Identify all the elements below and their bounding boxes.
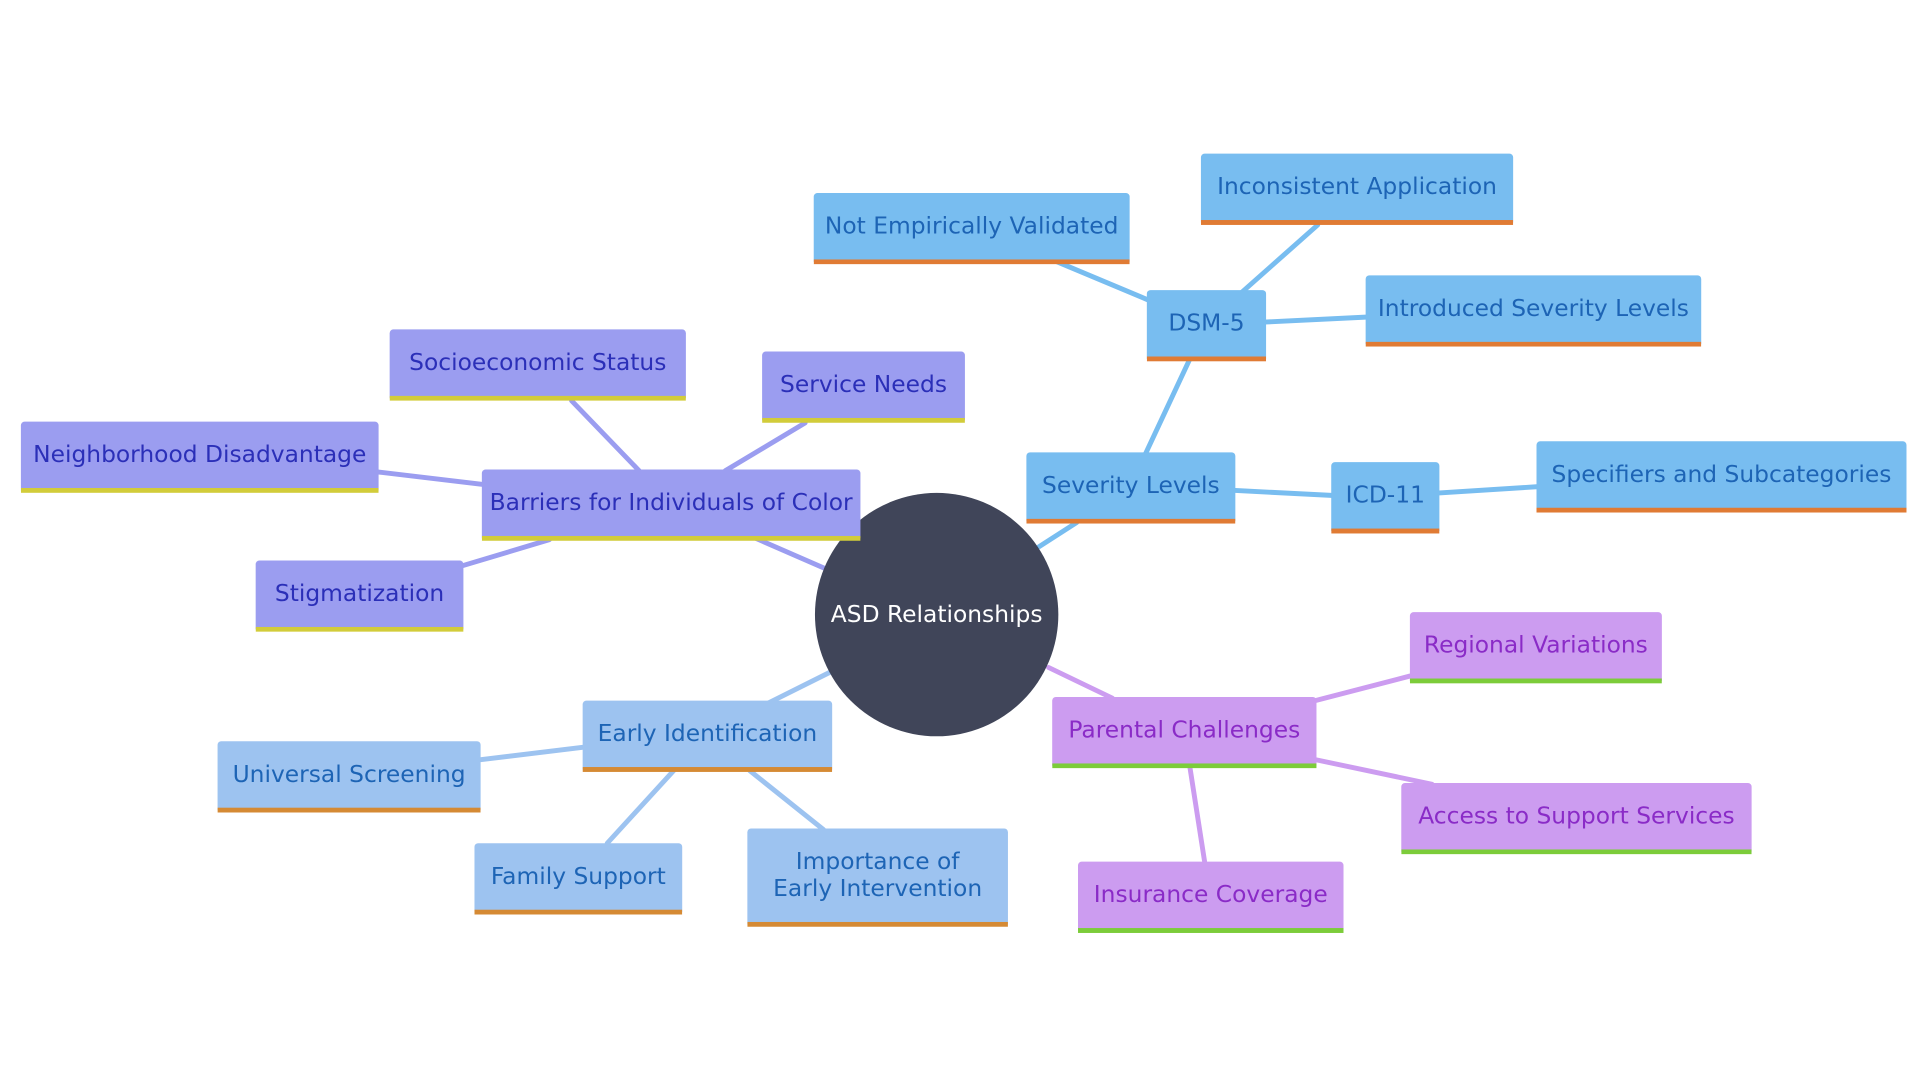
- connector-barriers-socioeconomic: [569, 398, 642, 474]
- node-label: Family Support: [490, 862, 666, 890]
- node-label: Insurance Coverage: [1093, 881, 1328, 909]
- node-insurance-coverage: Insurance Coverage: [1078, 861, 1344, 933]
- node-label: Access to Support Services: [1418, 802, 1735, 830]
- node-access-support-services: Access to Support Services: [1401, 783, 1752, 855]
- node-label: Parental Challenges: [1068, 716, 1301, 744]
- node-specifiers-subcategories: Specifiers and Subcategories: [1536, 441, 1907, 513]
- node-severity-levels: Severity Levels: [1026, 452, 1236, 524]
- connector-root-barriers: [753, 535, 827, 571]
- node-stigmatization: Stigmatization: [255, 560, 464, 632]
- connector-dsm5-introduced: [1262, 314, 1369, 325]
- node-label: Barriers for Individuals of Color: [489, 489, 853, 517]
- connector-dsm5-notvalidated: [1054, 259, 1151, 303]
- node-dsm5: DSM-5: [1146, 290, 1267, 362]
- node-label: Inconsistent Application: [1217, 173, 1497, 201]
- node-label: Socioeconomic Status: [409, 349, 667, 377]
- node-label: Severity Levels: [1042, 472, 1220, 500]
- connector-root-early: [765, 669, 833, 706]
- connector-early-family: [604, 768, 677, 846]
- node-label: ICD-11: [1345, 481, 1425, 509]
- node-early-identification: Early Identification: [582, 700, 833, 772]
- node-regional-variations: Regional Variations: [1409, 612, 1662, 684]
- node-label: Neighborhood Disadvantage: [33, 441, 367, 469]
- node-icd11: ICD-11: [1331, 462, 1440, 534]
- node-neighborhood-disadvantage: Neighborhood Disadvantage: [20, 421, 379, 493]
- connector-parental-insurance: [1187, 764, 1208, 865]
- node-not-empirically-validated: Not Empirically Validated: [813, 192, 1130, 265]
- connector-parental-access: [1312, 757, 1435, 787]
- node-socioeconomic-status: Socioeconomic Status: [389, 329, 686, 401]
- node-importance-early-intervention: Importance of Early Intervention: [747, 828, 1008, 927]
- node-service-needs: Service Needs: [762, 351, 965, 423]
- node-label: Regional Variations: [1423, 631, 1648, 659]
- connector-root-severity: [1036, 519, 1080, 550]
- node-label: Specifiers and Subcategories: [1551, 460, 1892, 488]
- node-parental-challenges: Parental Challenges: [1052, 696, 1317, 769]
- connector-barriers-stigmatization: [460, 537, 552, 568]
- node-universal-screening: Universal Screening: [217, 741, 481, 813]
- node-label: Introduced Severity Levels: [1377, 295, 1689, 323]
- node-label: Not Empirically Validated: [824, 212, 1119, 240]
- node-label: Early Identification: [597, 720, 818, 748]
- connector-icd11-specifiers: [1436, 484, 1539, 496]
- connector-early-importance: [747, 768, 827, 833]
- node-introduced-severity-levels: Introduced Severity Levels: [1365, 275, 1702, 347]
- node-label: Stigmatization: [274, 580, 445, 608]
- connector-dsm5-inconsistent: [1239, 222, 1321, 296]
- node-label: DSM-5: [1168, 309, 1245, 337]
- connector-early-universal: [478, 744, 586, 763]
- root-label: ASD Relationships: [830, 601, 1043, 629]
- node-label: Universal Screening: [232, 760, 466, 788]
- node-family-support: Family Support: [474, 843, 683, 915]
- connector-parental-regional: [1312, 673, 1413, 704]
- connector-barriers-serviceneeds: [722, 420, 808, 474]
- connector-barriers-neighborhood: [376, 469, 485, 487]
- connector-severity-icd11: [1232, 487, 1334, 498]
- node-label: Service Needs: [780, 371, 947, 399]
- connector-severity-dsm5: [1143, 356, 1193, 457]
- connector-root-parental: [1046, 664, 1115, 701]
- node-label: Importance of Early Intervention: [773, 848, 983, 903]
- node-barriers-individuals-of-color: Barriers for Individuals of Color: [481, 469, 861, 541]
- node-inconsistent-application: Inconsistent Application: [1200, 153, 1514, 225]
